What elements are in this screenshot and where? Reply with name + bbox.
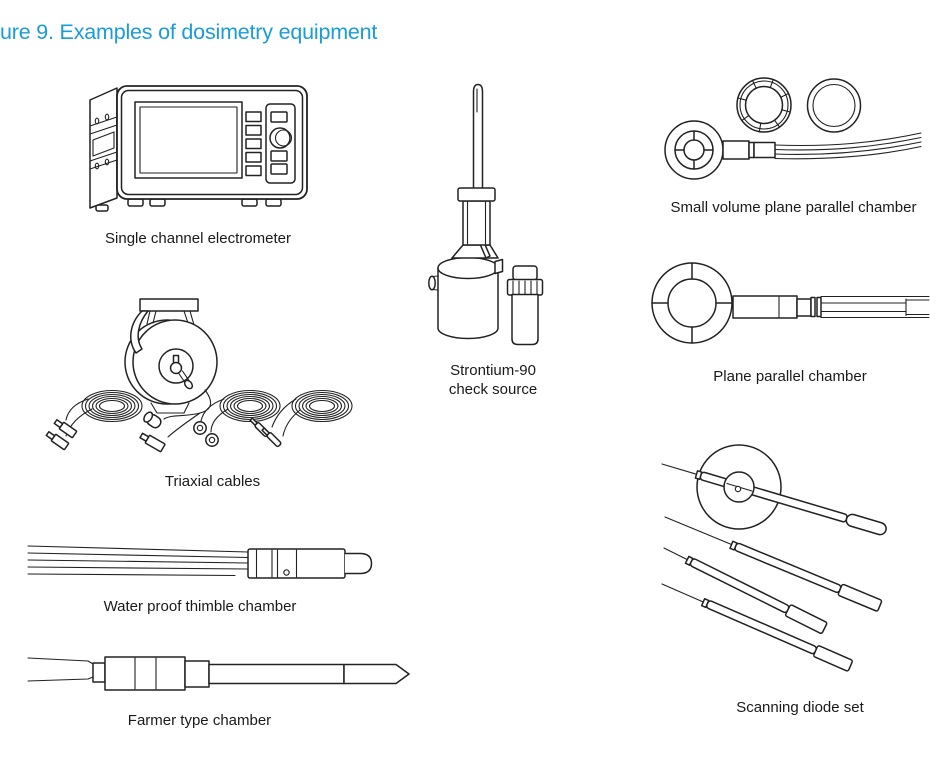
small-volume-chamber-caption: Small volume plane parallel chamber (670, 199, 917, 216)
farmer-chamber-figure: Farmer type chamber (20, 650, 415, 730)
triaxial-cables-figure: Triaxial cables (35, 288, 390, 491)
plane-parallel-chamber-caption: Plane parallel chamber (713, 368, 867, 385)
waterproof-thimble-caption: Water proof thimble chamber (103, 598, 297, 615)
triaxial-cables-caption: Triaxial cables (164, 473, 261, 490)
electrometer-illustration (89, 85, 308, 212)
figure-title: ure 9. Examples of dosimetry equipment (0, 20, 378, 44)
plane-parallel-chamber-figure: Plane parallel chamber (640, 258, 940, 386)
strontium-source-illustration (428, 83, 544, 346)
small-volume-chamber-figure: Small volume plane parallel chamber (650, 75, 949, 217)
triaxial-cables-illustration (45, 298, 353, 453)
electrometer-caption: Single channel electrometer (105, 230, 291, 247)
electrometer-figure: Single channel electrometer (58, 82, 338, 248)
farmer-chamber-illustration (27, 656, 410, 691)
scanning-diode-set-illustration (661, 444, 887, 672)
scanning-diode-set-caption: Scanning diode set (736, 699, 864, 716)
small-volume-chamber-illustration (664, 77, 922, 180)
farmer-chamber-caption: Farmer type chamber (127, 712, 272, 729)
waterproof-thimble-illustration (27, 545, 373, 579)
plane-parallel-chamber-illustration (651, 262, 930, 344)
strontium-source-figure: Strontium-90 check source (420, 80, 566, 399)
waterproof-thimble-figure: Water proof thimble chamber (20, 536, 380, 616)
strontium-source-caption: Strontium-90 check source (448, 362, 538, 398)
scanning-diode-set-figure: Scanning diode set (650, 438, 949, 717)
